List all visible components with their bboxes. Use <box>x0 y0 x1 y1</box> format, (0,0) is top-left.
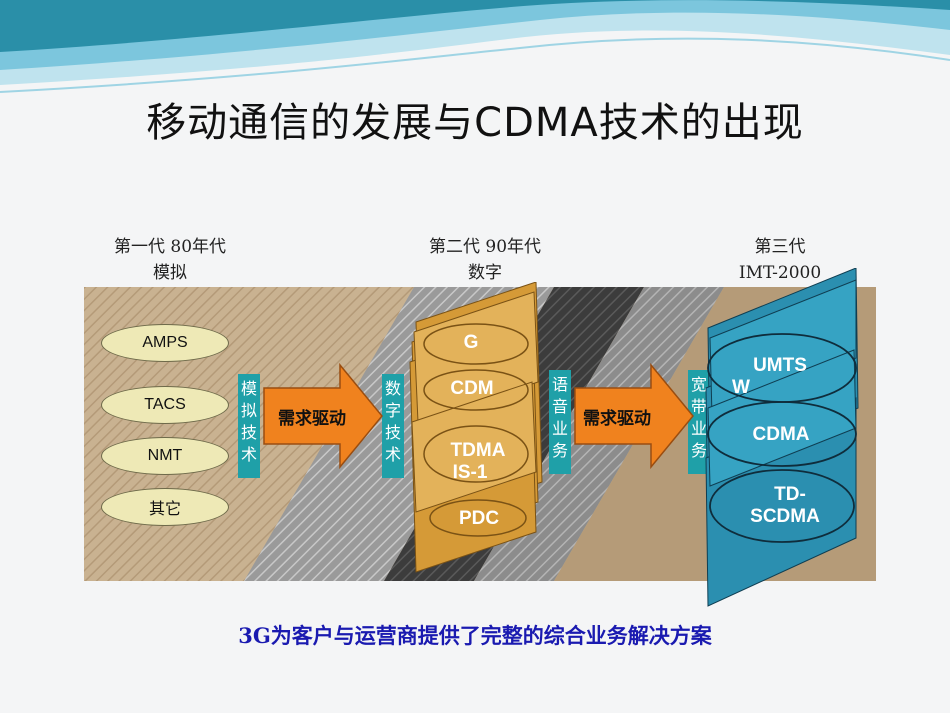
generation-2-type: 数字 <box>468 263 502 283</box>
generation-3-standard: IMT-2000 <box>738 263 822 283</box>
voice-service-label: 语音业务 <box>549 370 571 474</box>
third-gen-cdma2000: CDMA <box>752 424 810 445</box>
system-tacs: TACS <box>101 386 229 424</box>
third-gen-tdscdma: SCDMA <box>750 506 820 527</box>
third-gen-td-label: TD- <box>774 484 806 505</box>
wave-header-decoration <box>0 0 950 93</box>
slide-title: 移动通信的发展与CDMA技术的出现 <box>146 100 804 146</box>
system-amps: AMPS <box>101 324 229 362</box>
arrow-1-label: 需求驱动 <box>278 409 346 429</box>
arrow-2-label: 需求驱动 <box>583 409 651 429</box>
second-gen-pdc: PDC <box>458 508 500 529</box>
third-gen-umts: UMTS <box>753 355 807 376</box>
generation-3-name: 第三代 <box>754 237 806 257</box>
demand-driven-arrow-1 <box>263 363 383 469</box>
system-other: 其它 <box>101 488 229 526</box>
third-gen-card-stack <box>705 268 859 607</box>
second-gen-cdma: CDM <box>450 378 494 399</box>
demand-driven-arrow-2 <box>574 363 694 469</box>
generation-1-label: 第一代 80年代 模拟 <box>85 234 255 286</box>
generation-2-period: 第二代 90年代 <box>428 237 542 257</box>
broadband-service-label: 宽带业务 <box>688 370 710 474</box>
system-nmt: NMT <box>101 437 229 475</box>
second-gen-card-stack <box>409 282 543 573</box>
second-gen-is136: IS-1 <box>452 462 488 483</box>
second-gen-tdma: TDMA <box>450 440 506 461</box>
digital-tech-label: 数字技术 <box>382 374 404 478</box>
generation-1-period: 第一代 80年代 <box>113 237 227 257</box>
second-gen-top-label: G <box>463 332 479 353</box>
generation-3-label: 第三代 IMT-2000 <box>710 234 850 286</box>
generation-1-type: 模拟 <box>153 263 187 283</box>
summary-caption: 3G为客户与运营商提供了完整的综合业务解决方案 <box>238 623 712 648</box>
analog-tech-label: 模拟技术 <box>238 374 260 478</box>
generation-2-label: 第二代 90年代 数字 <box>400 234 570 286</box>
third-gen-wcdma: W <box>732 377 750 398</box>
